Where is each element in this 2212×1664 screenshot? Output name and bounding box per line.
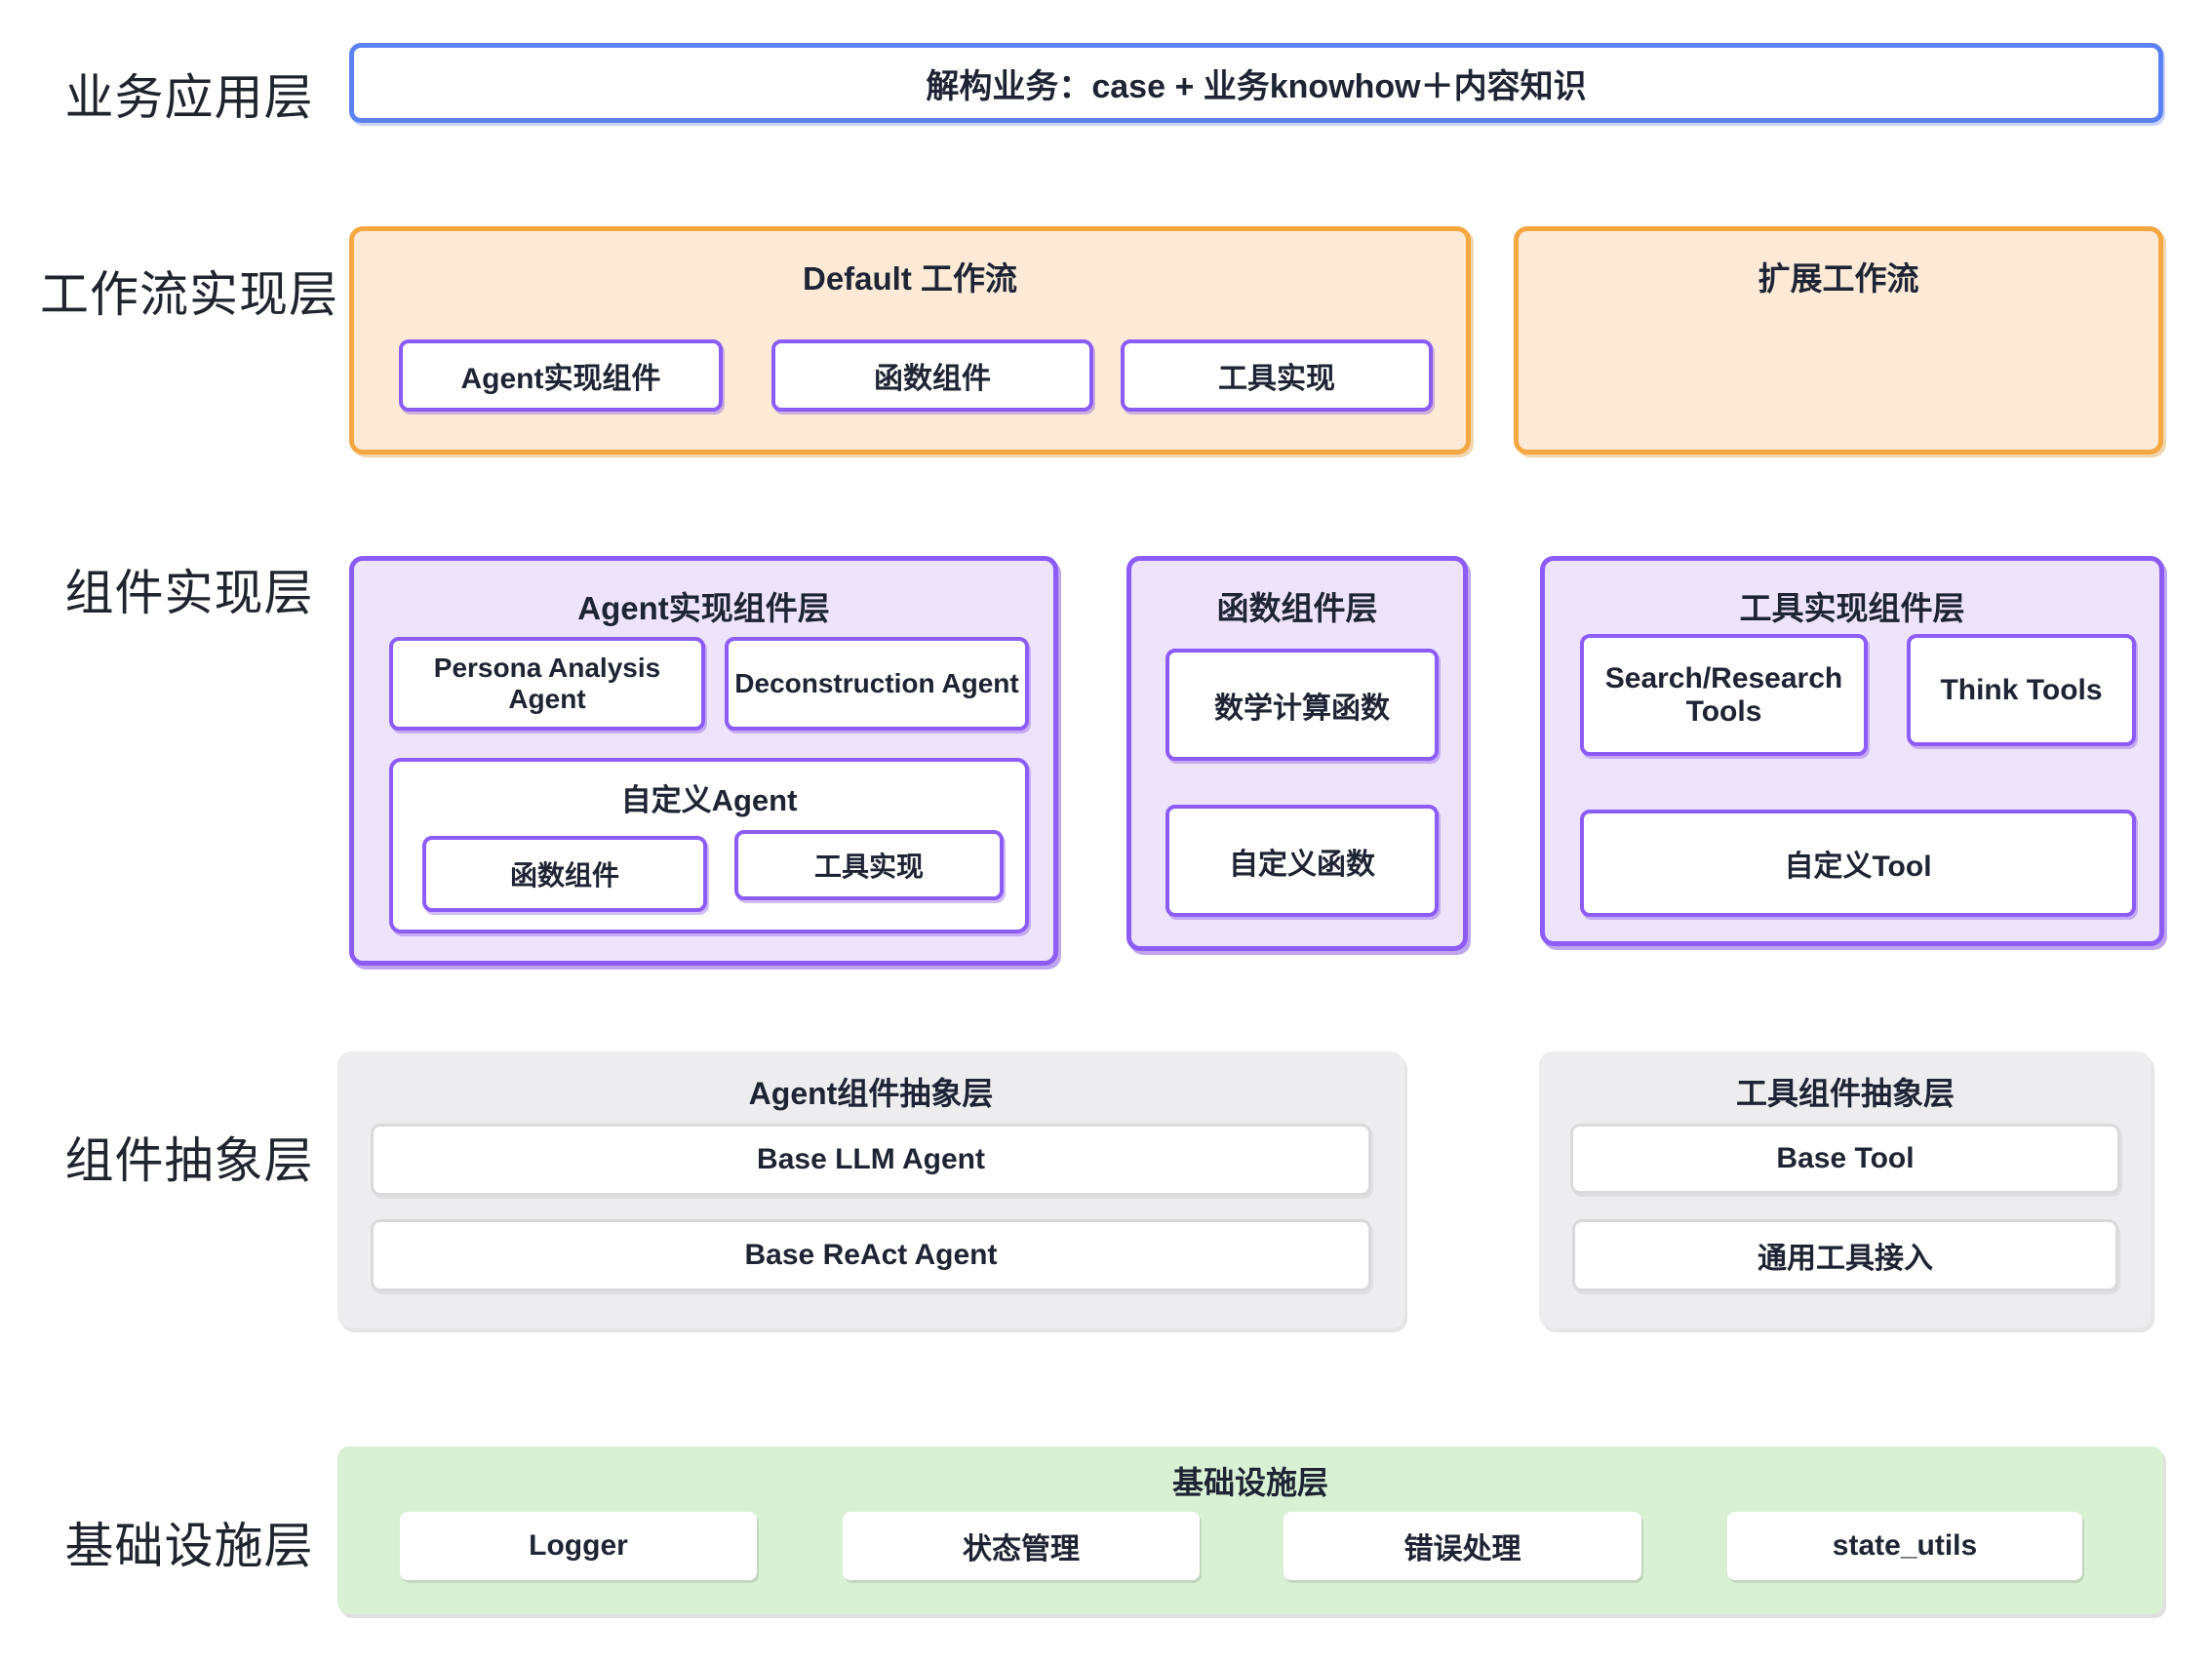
tool-impl-layer-container: 工具实现组件层 Search/Research Tools Think Tool…	[1540, 556, 2164, 946]
custom-function-box: 自定义函数	[1165, 805, 1439, 917]
business-scope-text: 解构业务：case + 业务knowhow＋内容知识	[926, 67, 1587, 105]
infra-container: 基础设施层 Logger 状态管理 错误处理 state_utils	[337, 1446, 2163, 1614]
extended-workflow-container: 扩展工作流	[1514, 226, 2163, 455]
custom-agent-item-tool: 工具实现	[734, 830, 1004, 900]
agent-abstraction-container: Agent组件抽象层 Base LLM Agent Base ReAct Age…	[337, 1051, 1404, 1328]
function-layer-container: 函数组件层 数学计算函数 自定义函数	[1126, 556, 1468, 951]
search-research-tools-box: Search/Research Tools	[1580, 634, 1868, 756]
math-function-box: 数学计算函数	[1165, 649, 1439, 761]
base-llm-agent-box: Base LLM Agent	[371, 1124, 1371, 1196]
infra-item-state-management: 状态管理	[843, 1512, 1200, 1580]
custom-agent-title: 自定义Agent	[620, 783, 798, 817]
custom-tool-box: 自定义Tool	[1580, 810, 2136, 917]
default-workflow-container: Default 工作流 Agent实现组件 函数组件 工具实现	[349, 226, 1471, 455]
tool-abstraction-container: 工具组件抽象层 Base Tool 通用工具接入	[1539, 1051, 2152, 1328]
tool-impl-layer-title: 工具实现组件层	[1739, 590, 1965, 626]
custom-agent-box: 自定义Agent 函数组件 工具实现	[389, 758, 1029, 933]
workflow-item-tool: 工具实现	[1121, 339, 1433, 412]
layer-label-component-abs: 组件抽象层	[64, 1133, 314, 1188]
tool-abstraction-title: 工具组件抽象层	[1735, 1076, 1955, 1111]
agent-impl-layer-title: Agent实现组件层	[577, 590, 830, 626]
default-workflow-title: Default 工作流	[802, 260, 1017, 297]
business-scope-box: 解构业务：case + 业务knowhow＋内容知识	[349, 43, 2163, 123]
layer-label-business: 业务应用层	[64, 70, 314, 125]
agent-abstraction-title: Agent组件抽象层	[748, 1076, 994, 1111]
deconstruction-agent-box: Deconstruction Agent	[725, 637, 1029, 731]
layer-label-infra: 基础设施层	[64, 1519, 314, 1573]
infra-title: 基础设施层	[1171, 1465, 1328, 1500]
layer-label-component-impl: 组件实现层	[64, 566, 314, 620]
extended-workflow-title: 扩展工作流	[1758, 260, 1919, 297]
infra-item-error-handling: 错误处理	[1284, 1512, 1641, 1580]
infra-item-logger: Logger	[400, 1512, 757, 1580]
workflow-item-agent-impl: Agent实现组件	[399, 339, 723, 412]
workflow-item-function: 函数组件	[771, 339, 1093, 412]
function-layer-title: 函数组件层	[1216, 590, 1378, 626]
persona-analysis-agent-box: Persona Analysis Agent	[389, 637, 705, 731]
custom-agent-item-function: 函数组件	[422, 836, 707, 912]
agent-impl-layer-container: Agent实现组件层 Persona Analysis Agent Decons…	[349, 556, 1058, 966]
base-react-agent-box: Base ReAct Agent	[371, 1219, 1371, 1291]
generic-tool-access-box: 通用工具接入	[1572, 1219, 2118, 1291]
infra-item-state-utils: state_utils	[1727, 1512, 2082, 1580]
think-tools-box: Think Tools	[1907, 634, 2136, 746]
base-tool-box: Base Tool	[1570, 1124, 2120, 1194]
layer-label-workflow: 工作流实现层	[40, 267, 338, 322]
